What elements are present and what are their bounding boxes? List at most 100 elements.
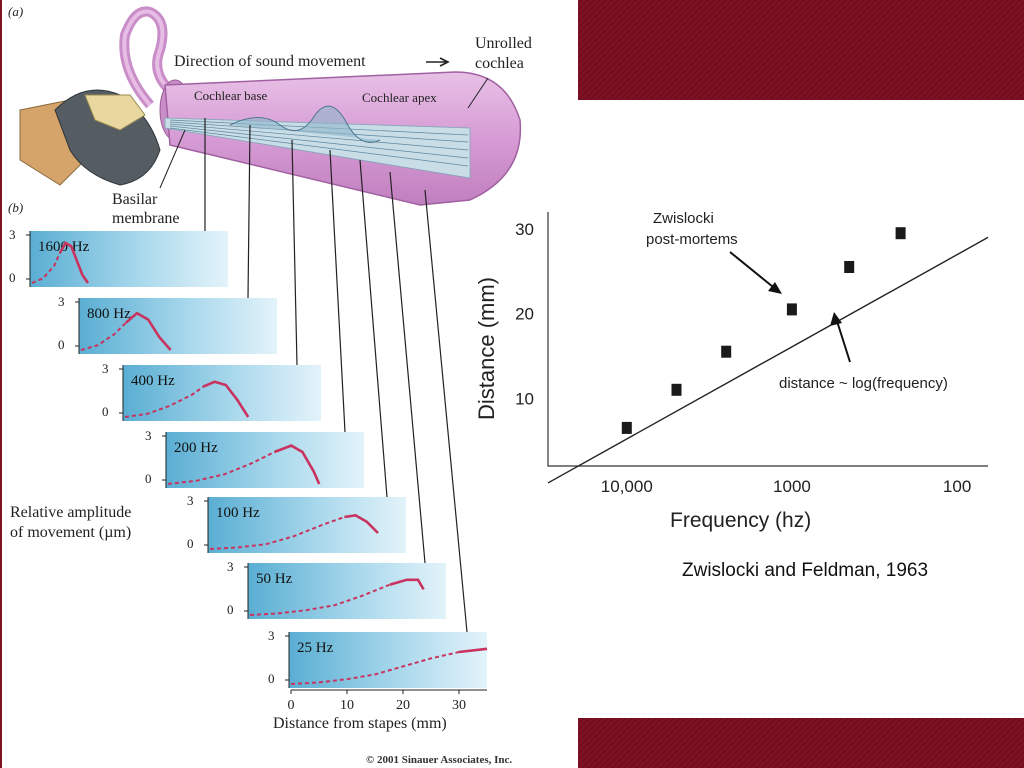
- frequency-label: 400 Hz: [131, 373, 175, 389]
- y-tick-label: 0: [145, 471, 152, 486]
- graph-x-tick-label: 1000: [773, 477, 811, 496]
- rising-curve: [209, 514, 356, 550]
- graph-axis-lines: [547, 212, 988, 467]
- graph-y-tick-label: 30: [515, 220, 534, 239]
- panel-background: [166, 432, 364, 488]
- direction-label: Direction of sound movement: [174, 53, 366, 70]
- copyright-text: © 2001 Sinauer Associates, Inc.: [366, 754, 512, 766]
- y-tick-label: 3: [9, 227, 16, 242]
- peak-curve: [344, 514, 379, 534]
- amplitude-panel: 3 0 25 Hz: [268, 628, 488, 688]
- trend-arrow: [835, 317, 851, 363]
- data-point: [671, 383, 682, 396]
- y-tick-label: 3: [187, 493, 194, 508]
- cochlea-figure: (a) Direction of sound movement: [8, 4, 532, 766]
- panel-axis: [162, 432, 167, 488]
- peak-curve: [389, 578, 425, 591]
- cochlear-apex-label: Cochlear apex: [362, 90, 437, 105]
- graph-y-tick-label: 10: [515, 389, 534, 408]
- zwislocki-arrow: [729, 251, 779, 292]
- peak-curve: [458, 647, 488, 654]
- rising-curve: [290, 647, 488, 685]
- graph-x-tick-label: 10,000: [601, 477, 653, 496]
- basilar-label-line2: membrane: [112, 210, 180, 227]
- frequency-distance-graph: 10 20 30 10,000 1000 100 Distance (mm) Freque…: [474, 210, 989, 581]
- x-tick-label: 30: [452, 698, 466, 713]
- maroon-band-top: [578, 0, 1024, 100]
- peak-curve: [202, 380, 250, 418]
- basilar-pointer-line: [159, 129, 186, 189]
- distance-axis: 0 10 20 30: [288, 689, 487, 713]
- data-point: [621, 421, 632, 434]
- x-tick-label: 20: [396, 698, 410, 713]
- peak-curve: [124, 311, 172, 351]
- y-tick-label: 3: [227, 559, 234, 574]
- ear-anatomy-illustration: [19, 6, 191, 186]
- panel-axis: [75, 298, 80, 354]
- graph-y-axis-title: Distance (mm): [474, 277, 499, 420]
- y-tick-label: 3: [102, 361, 109, 376]
- zwislocki-arrowhead: [768, 282, 782, 294]
- arrow-right-icon: [426, 57, 450, 67]
- connector-line: [291, 139, 298, 366]
- amplitude-panel: 3 0 800 Hz: [58, 294, 277, 354]
- rising-curve: [249, 578, 408, 616]
- connector-line: [247, 124, 251, 299]
- unrolled-pointer-line: [467, 77, 489, 109]
- trend-line: [547, 236, 989, 484]
- panel-axis: [26, 231, 31, 287]
- connector-line: [389, 171, 426, 564]
- amplitude-label-line1: Relative amplitude: [10, 504, 131, 521]
- y-tick-label: 3: [58, 294, 65, 309]
- frequency-label: 100 Hz: [216, 505, 260, 521]
- y-tick-label: 0: [227, 602, 234, 617]
- panel-b-label: (b): [8, 200, 23, 215]
- frequency-label: 200 Hz: [174, 440, 218, 456]
- panel-background: [289, 632, 487, 688]
- y-tick-label: 0: [9, 270, 16, 285]
- x-tick-label: 10: [340, 698, 354, 713]
- panel-background: [30, 231, 228, 287]
- graph-y-tick-label: 20: [515, 305, 534, 324]
- graph-x-axis-title: Frequency (hz): [670, 509, 811, 532]
- y-tick-label: 0: [187, 536, 194, 551]
- connector-line: [424, 189, 468, 633]
- maroon-left-edge-top: [0, 0, 2, 768]
- panel-axis: [285, 632, 290, 688]
- rising-curve: [31, 242, 67, 284]
- membrane-connector-lines: [204, 118, 468, 633]
- panel-background: [79, 298, 277, 354]
- y-tick-label: 3: [268, 628, 275, 643]
- data-point: [786, 303, 797, 316]
- cochlear-base-label: Cochlear base: [194, 88, 268, 103]
- connector-line: [359, 159, 388, 498]
- unrolled-cochlea: [164, 71, 522, 206]
- amplitude-label-line2: of movement (µm): [10, 524, 131, 541]
- panel-a-label: (a): [8, 4, 23, 19]
- y-tick-label: 0: [58, 337, 65, 352]
- panel-background: [208, 497, 406, 553]
- trend-annotation: distance ~ log(frequency): [779, 375, 948, 392]
- trend-arrowhead: [830, 312, 842, 326]
- graph-x-tick-label: 100: [943, 477, 971, 496]
- panel-axis: [119, 365, 124, 421]
- data-point: [844, 261, 855, 273]
- y-tick-label: 0: [268, 671, 275, 686]
- peak-curve: [273, 444, 321, 485]
- frequency-label: 25 Hz: [297, 640, 334, 656]
- zwislocki-annotation-line2: post-mortems: [646, 231, 738, 248]
- data-point: [895, 227, 906, 240]
- data-point: [721, 345, 732, 358]
- x-axis-title: Distance from stapes (mm): [273, 715, 447, 732]
- panel-background: [248, 563, 446, 619]
- x-tick-label: 0: [288, 698, 295, 713]
- zwislocki-annotation-line1: Zwislocki: [653, 210, 714, 227]
- frequency-label: 800 Hz: [87, 306, 131, 322]
- traveling-wave: [229, 105, 381, 143]
- panel-axis: [244, 563, 249, 619]
- y-tick-label: 3: [145, 428, 152, 443]
- amplitude-panel: 3 0 100 Hz: [187, 493, 406, 553]
